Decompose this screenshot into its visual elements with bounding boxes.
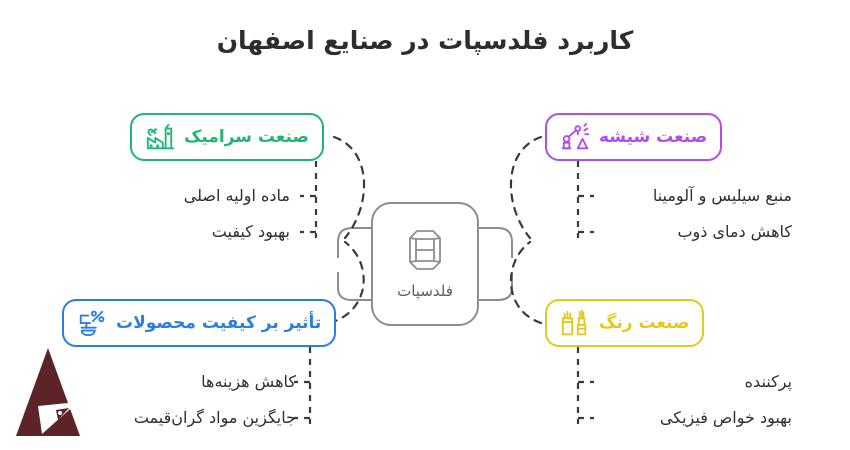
subitem-quality-2: جایگزین مواد گران‌قیمت — [133, 408, 296, 427]
wire-glass-to-center — [510, 135, 543, 240]
node-quality-impact[interactable]: تأثیر بر کیفیت محصولات — [62, 299, 337, 347]
subitem-glass-2: کاهش دمای ذوب — [677, 222, 792, 241]
subitem-glass-1: منبع سیلیس و آلومینا — [652, 186, 792, 205]
percent-tag-icon — [77, 308, 107, 338]
node-ceramic-label: صنعت سرامیک — [184, 127, 309, 147]
page-title: کاربرد فلدسپات در صنایع اصفهان — [216, 26, 634, 55]
center-leader-bottom-left — [337, 272, 371, 301]
factory-icon — [145, 122, 175, 152]
node-quality-label: تأثیر بر کیفیت محصولات — [116, 313, 322, 333]
triangle-compass-logo — [16, 348, 80, 436]
center-node-label: فلدسپات — [397, 282, 453, 300]
node-paint-industry[interactable]: صنعت رنگ — [545, 299, 705, 347]
subitem-paint-2: بهبود خواص فیزیکی — [659, 408, 792, 427]
paint-brush-icon — [560, 308, 590, 338]
node-ceramic-industry[interactable]: صنعت سرامیک — [130, 113, 324, 161]
center-node-feldspar[interactable]: فلدسپات — [371, 202, 479, 326]
robotic-arm-icon — [560, 122, 590, 152]
center-leader-bottom-right — [479, 272, 513, 301]
subitem-quality-1: کاهش هزینه‌ها — [201, 372, 296, 391]
subitem-ceramic-1: ماده اولیه اصلی — [183, 186, 290, 205]
wire-paint-to-center — [510, 240, 543, 325]
node-paint-label: صنعت رنگ — [599, 313, 690, 333]
subitem-ceramic-2: بهبود کیفیت — [211, 222, 290, 241]
center-leader-top-left — [337, 227, 371, 258]
node-glass-label: صنعت شیشه — [599, 127, 708, 147]
subitem-paint-1: پرکننده — [744, 372, 792, 391]
wire-ceramic-to-center — [332, 135, 365, 240]
center-leader-top-right — [479, 227, 513, 258]
node-glass-industry[interactable]: صنعت شیشه — [545, 113, 723, 161]
crystal-gem-icon — [408, 228, 442, 276]
